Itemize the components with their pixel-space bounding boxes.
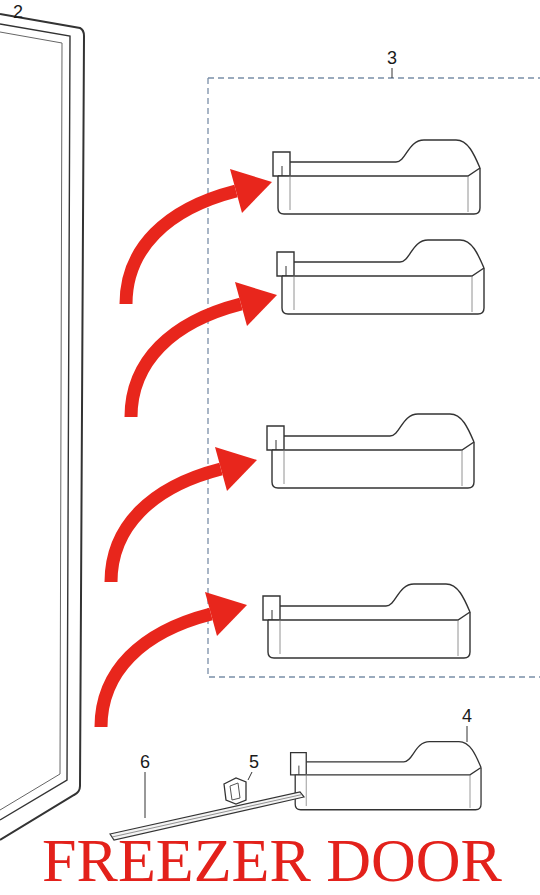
callout-number: 6 [140, 753, 150, 771]
callout-number: 3 [387, 49, 397, 67]
callout-number: 5 [249, 753, 259, 771]
callout-number: 2 [13, 3, 23, 21]
callout-number: 4 [462, 707, 472, 725]
diagram-title: FREEZER DOOR [42, 829, 502, 891]
